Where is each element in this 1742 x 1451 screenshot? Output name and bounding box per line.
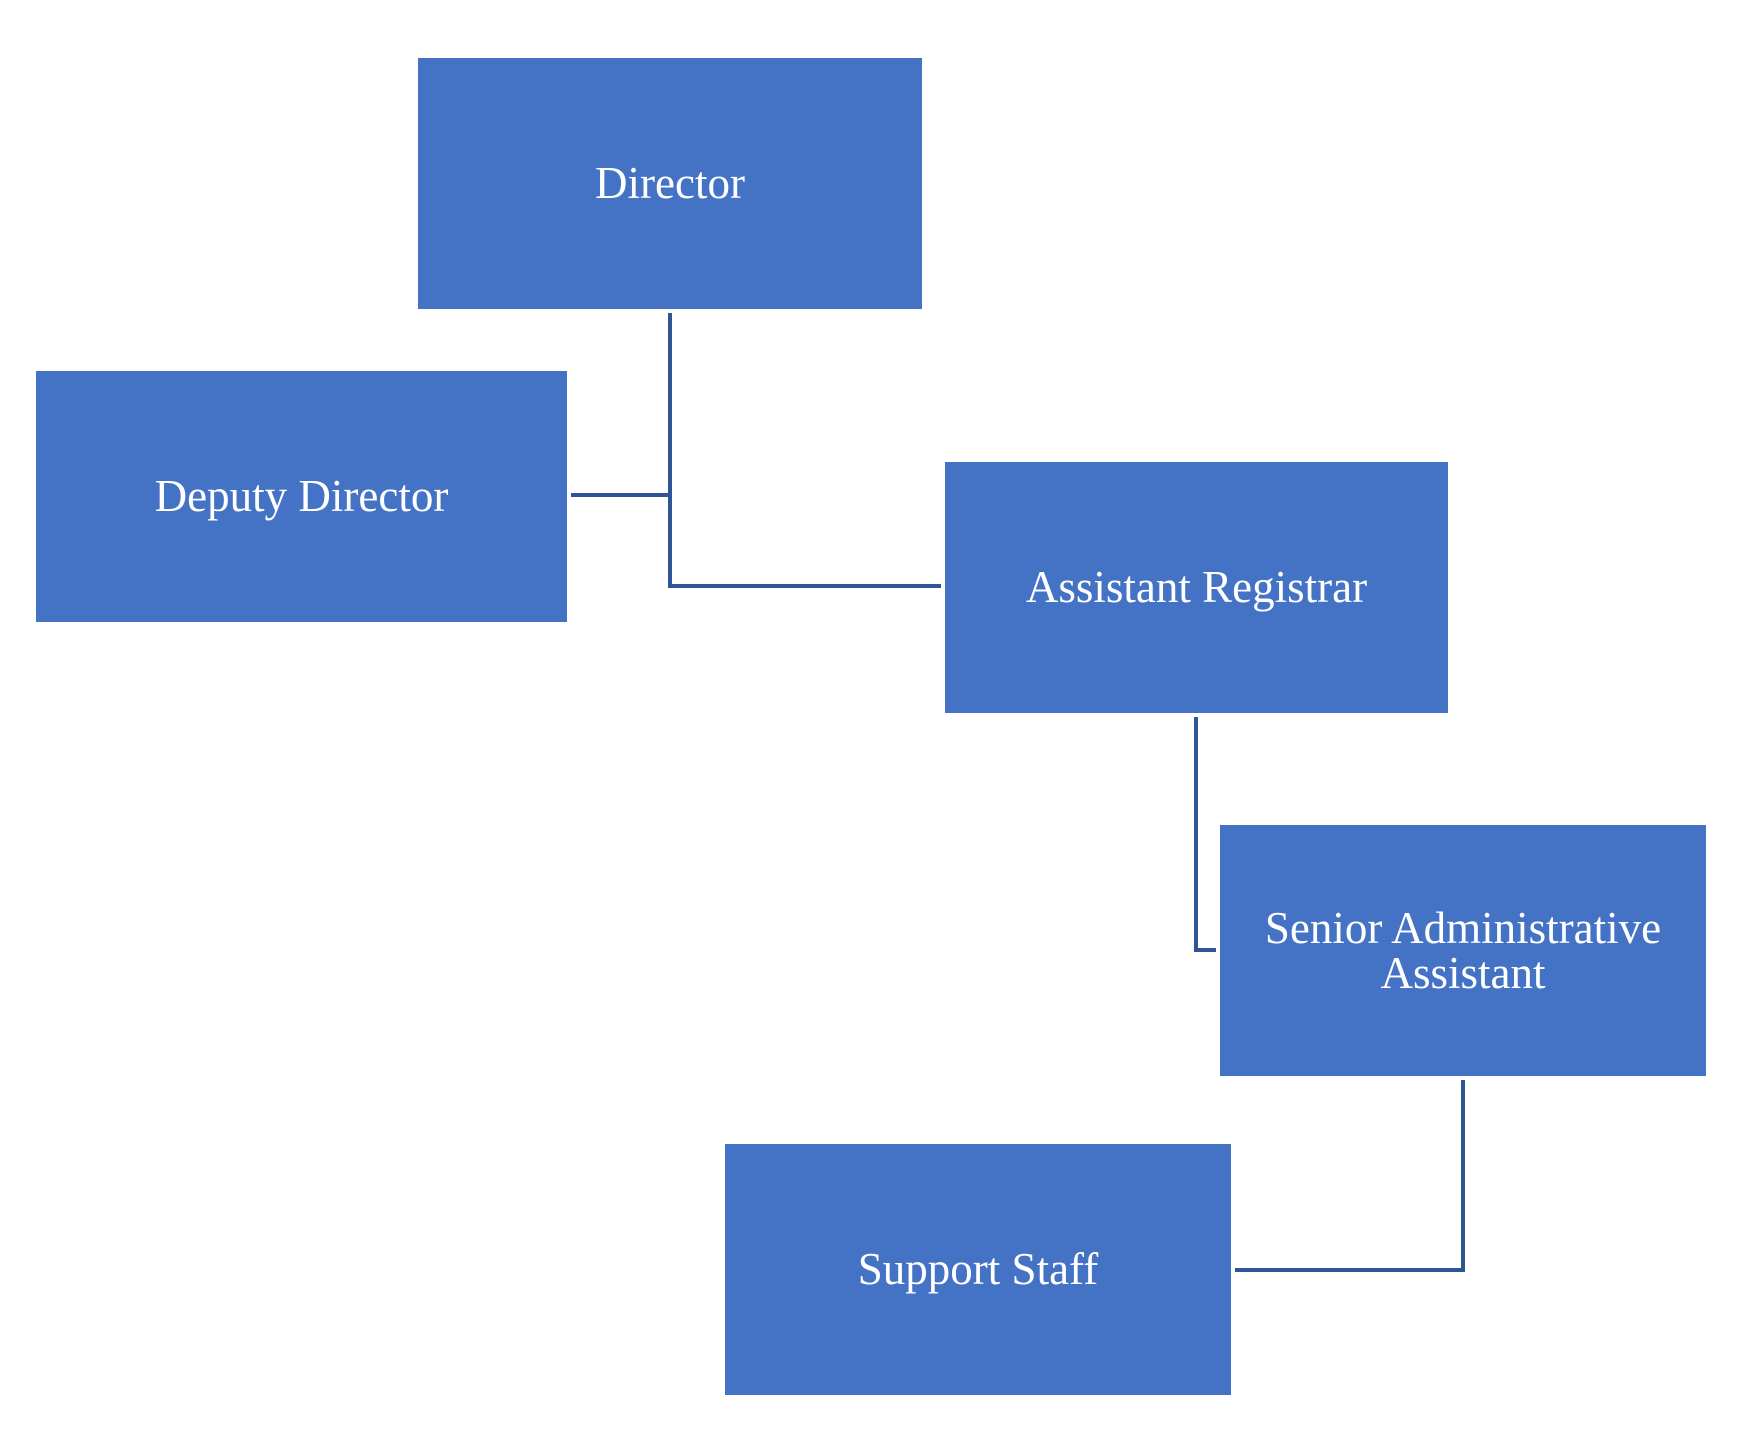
node-director: Director — [418, 58, 922, 309]
connector-director-deputy-director — [571, 313, 672, 497]
node-director-label: Director — [595, 158, 745, 208]
connector-director-assistant-registrar — [668, 495, 941, 588]
node-senior-admin-assistant-label: Senior Administrative Assistant — [1264, 902, 1662, 998]
node-deputy-director: Deputy Director — [36, 371, 567, 622]
connector-assistant-registrar-senior-admin-assistant — [1194, 717, 1216, 952]
node-senior-admin-assistant: Senior Administrative Assistant — [1220, 825, 1706, 1076]
node-assistant-registrar: Assistant Registrar — [945, 462, 1448, 713]
node-assistant-registrar-label: Assistant Registrar — [1025, 562, 1368, 612]
node-support-staff-label: Support Staff — [857, 1244, 1099, 1294]
node-deputy-director-label: Deputy Director — [154, 471, 449, 521]
node-support-staff: Support Staff — [725, 1144, 1231, 1395]
connector-senior-admin-assistant-support-staff — [1235, 1080, 1465, 1272]
